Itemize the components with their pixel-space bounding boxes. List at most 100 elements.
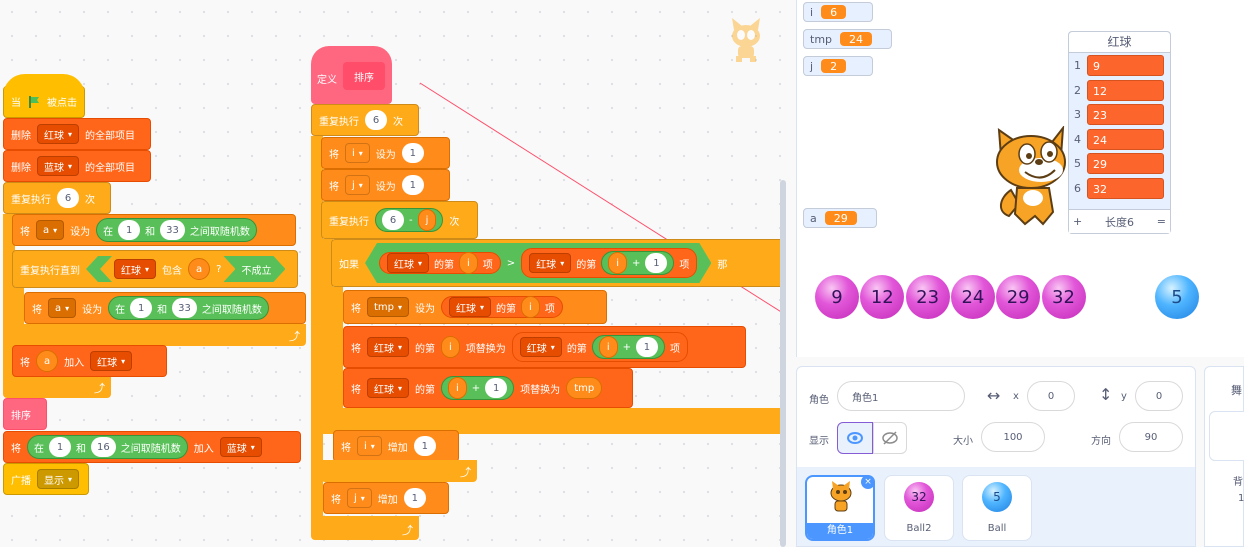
- add-reporter[interactable]: i + 1: [601, 251, 674, 275]
- item-of-list-reporter[interactable]: 红球 的第 i + 1 项: [521, 248, 697, 278]
- list-row-value[interactable]: 29: [1087, 153, 1164, 174]
- variable-reporter-a[interactable]: a: [36, 350, 59, 372]
- list-row-value[interactable]: 24: [1087, 128, 1164, 150]
- random-reporter[interactable]: 在 1 和 33 之间取随机数: [96, 218, 257, 242]
- list-row-value[interactable]: 9: [1087, 55, 1164, 76]
- list-dropdown[interactable]: 红球: [114, 259, 156, 279]
- set-a-random-block[interactable]: 将 a 设为 在 1 和 33 之间取随机数: [12, 214, 296, 246]
- list-add-button[interactable]: +: [1073, 215, 1083, 228]
- add-reporter[interactable]: i + 1: [591, 335, 665, 359]
- set-a-random-block-2[interactable]: 将 a 设为 在 1 和 33 之间取随机数: [24, 292, 306, 324]
- variable-reporter-j[interactable]: j: [417, 209, 437, 231]
- call-sort-block[interactable]: 排序: [3, 398, 47, 430]
- list-row-value[interactable]: 23: [1087, 104, 1164, 125]
- show-button[interactable]: [837, 422, 873, 454]
- red-ball[interactable]: 29: [996, 275, 1041, 319]
- operand-input[interactable]: 1: [485, 378, 508, 398]
- list-dropdown[interactable]: 红球: [90, 351, 133, 371]
- stage-thumbnail[interactable]: [1209, 411, 1244, 461]
- red-ball[interactable]: 32: [1041, 275, 1086, 319]
- variable-reporter-i[interactable]: i: [598, 336, 618, 358]
- if-block[interactable]: 如果 红球 的第 i 项 > 红球 的第 i + 1 项: [331, 239, 786, 287]
- delete-all-blue-block[interactable]: 删除 蓝球 的全部项目: [3, 150, 151, 182]
- size-input[interactable]: 100: [981, 422, 1045, 452]
- random-min-input[interactable]: 1: [49, 437, 71, 457]
- add-reporter[interactable]: i + 1: [441, 376, 515, 400]
- list-dropdown[interactable]: 红球: [367, 378, 410, 398]
- red-ball[interactable]: 23: [905, 275, 950, 319]
- item-of-list-reporter[interactable]: 红球 的第 i + 1 项: [511, 332, 688, 362]
- random-max-input[interactable]: 33: [160, 220, 185, 240]
- red-ball[interactable]: 12: [860, 275, 905, 319]
- variable-dropdown[interactable]: i: [345, 143, 370, 163]
- list-dropdown[interactable]: 红球: [519, 337, 562, 357]
- repeat-until-block[interactable]: 重复执行直到 红球 包含 a ? 不成立: [12, 250, 298, 288]
- list-dropdown[interactable]: 红球: [529, 253, 571, 273]
- custom-block-name[interactable]: 排序: [343, 62, 385, 90]
- list-dropdown[interactable]: 红球: [387, 253, 429, 273]
- red-ball[interactable]: 9: [815, 275, 859, 319]
- random-max-input[interactable]: 33: [172, 298, 197, 318]
- delete-all-red-block[interactable]: 删除 红球 的全部项目: [3, 118, 151, 150]
- variable-reporter-tmp[interactable]: tmp: [566, 377, 603, 399]
- operand-input[interactable]: 6: [382, 210, 404, 230]
- variable-dropdown[interactable]: j: [347, 488, 372, 508]
- list-dropdown[interactable]: 蓝球: [37, 156, 80, 176]
- cat-sprite-icon[interactable]: [989, 126, 1073, 228]
- when-flag-clicked-block[interactable]: 当 被点击: [3, 86, 85, 118]
- variable-reporter-i[interactable]: i: [441, 336, 460, 358]
- code-scrollbar[interactable]: [780, 180, 786, 547]
- sprite-tile[interactable]: 5 Ball: [962, 475, 1032, 541]
- blue-ball[interactable]: 5: [1155, 275, 1199, 319]
- repeat-block[interactable]: 重复执行 6 次: [311, 104, 419, 136]
- list-dropdown[interactable]: 红球: [449, 297, 492, 317]
- set-j-block[interactable]: 将 j 设为 1: [321, 169, 450, 201]
- greater-than-condition[interactable]: 红球 的第 i 项 > 红球 的第 i + 1 项: [365, 243, 711, 283]
- sprite-name-input[interactable]: 角色1: [837, 381, 965, 411]
- define-block[interactable]: 定义 排序: [311, 46, 392, 104]
- add-a-to-red-block[interactable]: 将 a 加入 红球: [12, 345, 167, 377]
- operand-input[interactable]: 1: [645, 253, 667, 273]
- code-area[interactable]: 当 被点击 删除 红球 的全部项目 删除 蓝球 的全部项目 重复执行 6 次 ⤴…: [0, 0, 786, 547]
- value-input[interactable]: 1: [401, 143, 424, 163]
- value-input[interactable]: 1: [401, 175, 424, 195]
- list-row-value[interactable]: 12: [1087, 79, 1164, 101]
- replace-item-block[interactable]: 将 红球 的第 i 项替换为 红球 的第 i + 1 项: [343, 326, 746, 368]
- item-of-list-reporter[interactable]: 红球 的第 i 项: [441, 296, 563, 318]
- random-reporter[interactable]: 在 1 和 16 之间取随机数: [27, 435, 188, 459]
- change-j-block[interactable]: 将 j 增加 1: [323, 482, 449, 514]
- variable-reporter-a[interactable]: a: [188, 258, 210, 280]
- random-min-input[interactable]: 1: [118, 220, 141, 240]
- set-tmp-block[interactable]: 将 tmp 设为 红球 的第 i 项: [343, 290, 607, 324]
- random-reporter[interactable]: 在 1 和 33 之间取随机数: [108, 296, 269, 320]
- list-dropdown[interactable]: 红球: [367, 337, 410, 357]
- stage-selector-pane[interactable]: 舞 背 1: [1204, 366, 1244, 547]
- x-input[interactable]: 0: [1027, 381, 1075, 411]
- item-of-list-reporter[interactable]: 红球 的第 i 项: [379, 252, 501, 274]
- variable-reporter-i[interactable]: i: [521, 296, 540, 318]
- value-input[interactable]: 1: [413, 436, 436, 456]
- hide-button[interactable]: [873, 422, 907, 454]
- add-random-to-blue-block[interactable]: 将 在 1 和 16 之间取随机数 加入 蓝球: [3, 431, 301, 463]
- repeat-count-input[interactable]: 6: [365, 110, 387, 130]
- repeat-inner-block[interactable]: 重复执行 6 - j 次: [321, 201, 478, 239]
- delete-sprite-icon[interactable]: ×: [861, 475, 875, 489]
- contains-condition[interactable]: 红球 包含 a ?: [100, 256, 235, 282]
- random-max-input[interactable]: 16: [91, 437, 116, 457]
- subtract-reporter[interactable]: 6 - j: [375, 208, 444, 232]
- variable-dropdown[interactable]: j: [345, 175, 370, 195]
- sprite-tile[interactable]: 32 Ball2: [884, 475, 954, 541]
- list-row-value[interactable]: 32: [1087, 177, 1164, 199]
- variable-reporter-i[interactable]: i: [448, 377, 467, 399]
- value-input[interactable]: 1: [403, 488, 426, 508]
- variable-reporter-i[interactable]: i: [459, 252, 478, 274]
- variable-dropdown[interactable]: a: [36, 220, 65, 240]
- variable-dropdown[interactable]: tmp: [367, 297, 410, 317]
- list-dropdown[interactable]: 红球: [37, 124, 80, 144]
- red-ball[interactable]: 24: [950, 275, 995, 319]
- message-dropdown[interactable]: 显示: [37, 469, 80, 489]
- repeat-count-input[interactable]: 6: [57, 188, 79, 208]
- change-i-block[interactable]: 将 i 增加 1: [333, 430, 459, 462]
- variable-dropdown[interactable]: i: [357, 436, 382, 456]
